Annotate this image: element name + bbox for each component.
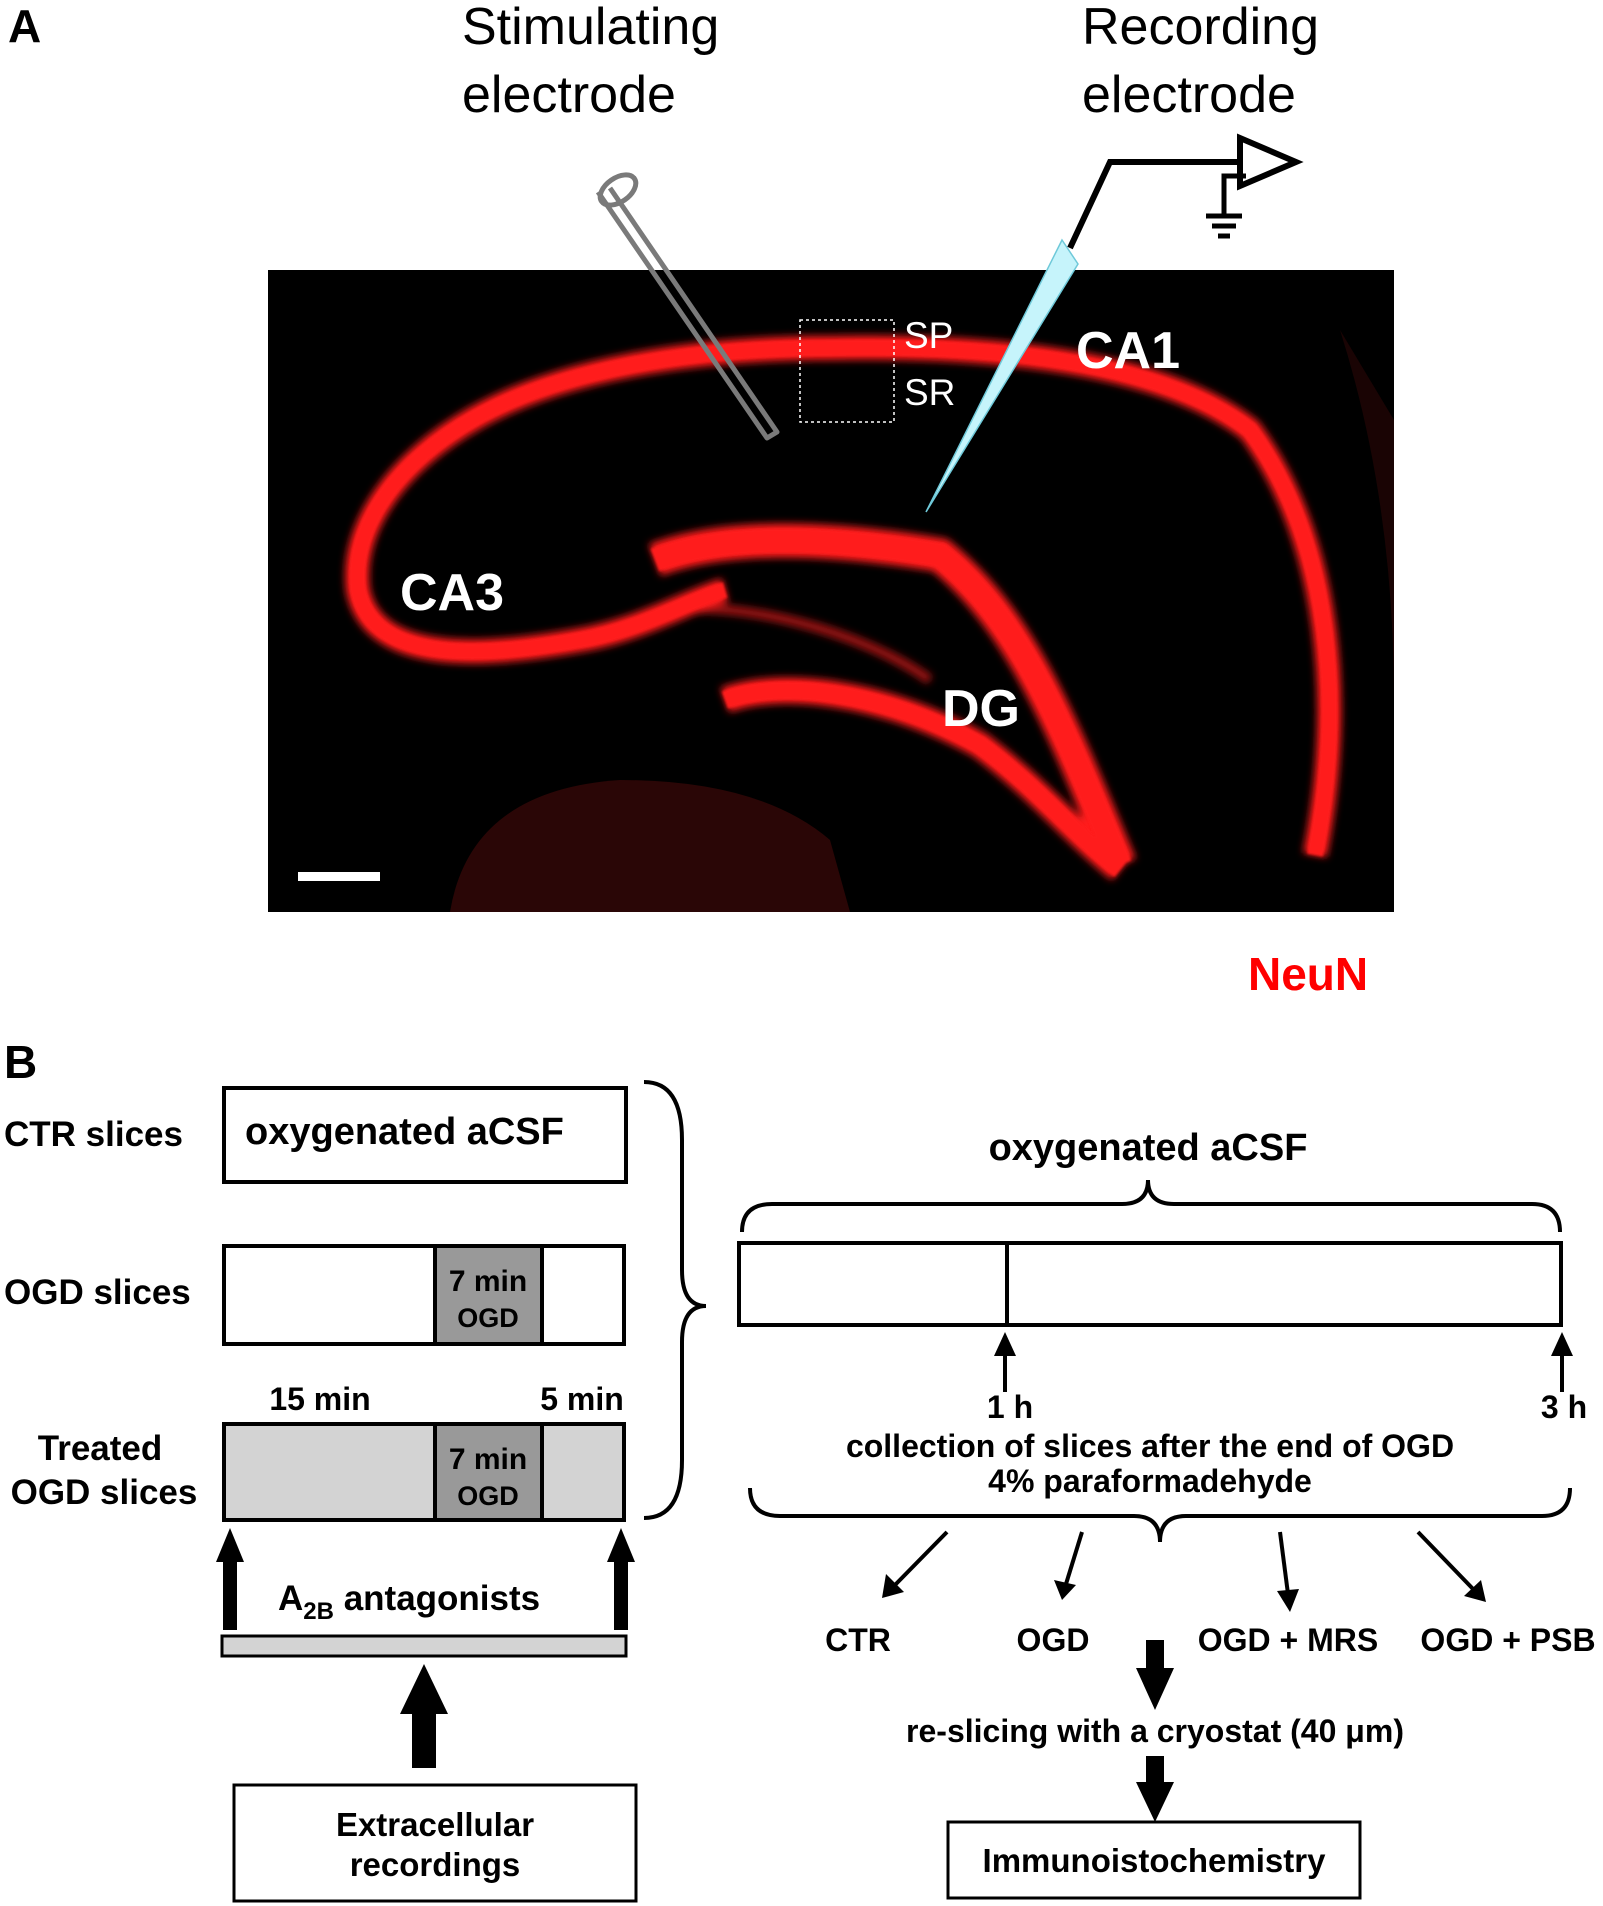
group-ogd-mrs-label: OGD + MRS: [1198, 1622, 1378, 1658]
group-arrows: [882, 1530, 1486, 1612]
recordings-arrow: [400, 1664, 448, 1768]
ogd-period-line2: OGD: [457, 1303, 519, 1333]
group-ctr-label: CTR: [825, 1622, 891, 1658]
sp-sr-region-box: [799, 319, 895, 423]
arrow-to-mrs-head: [1277, 1589, 1299, 1612]
timeline-top-brace: [740, 1179, 1562, 1233]
immunohistochemistry-box: [946, 1820, 1362, 1900]
time-3h-label: 3 h: [1541, 1389, 1587, 1425]
extracellular-line2: recordings: [350, 1846, 521, 1883]
collection-line1: collection of slices after the end of OG…: [846, 1428, 1454, 1464]
ogd-condition-box: [222, 1244, 626, 1346]
treated-condition-box: [222, 1422, 626, 1522]
ca1-label: CA1: [1076, 322, 1180, 380]
time-5-min: 5 min: [540, 1381, 624, 1417]
ca-pyramidal-core: [349, 339, 1338, 857]
panel-b-letter: B: [4, 1036, 37, 1088]
stimulating-label-line2: electrode: [462, 66, 676, 124]
scale-bar: [298, 872, 380, 881]
immuno-label: Immunoistochemistry: [983, 1842, 1327, 1879]
arrow-1h: [994, 1332, 1016, 1392]
amplifier-icon: [1237, 133, 1304, 191]
neun-micrograph: SP SR CA1 CA3 DG: [268, 270, 1394, 912]
stimulating-electrode-icon: [595, 172, 780, 441]
thalamus-region: [450, 780, 850, 912]
collection-line2: 4% paraformadehyde: [988, 1463, 1312, 1499]
micrograph-background: [268, 270, 1394, 912]
treated-period-line2: OGD: [457, 1481, 519, 1511]
group-ogd-label: OGD: [1017, 1622, 1090, 1658]
time-15-min: 15 min: [269, 1381, 370, 1417]
antagonist-arrow-right: [607, 1528, 635, 1630]
ogd-slices-label: OGD slices: [4, 1273, 191, 1312]
ogd-period-line1: 7 min: [449, 1265, 527, 1298]
timeline-title: oxygenated aCSF: [989, 1127, 1308, 1169]
down-arrow-immuno: [1136, 1756, 1174, 1822]
ctr-condition-box: [222, 1086, 628, 1184]
arrow-to-ogd: [1064, 1531, 1084, 1585]
antagonist-application-bar: [220, 1634, 628, 1658]
arrow-to-psb: [1416, 1530, 1476, 1592]
time-1h-label: 1 h: [987, 1389, 1033, 1425]
cortex-edge: [1340, 330, 1394, 700]
dg-label: DG: [942, 680, 1020, 738]
down-arrow-reslicing: [1136, 1640, 1174, 1710]
treated-ogd-period-box: [433, 1422, 544, 1522]
recording-label-line2: electrode: [1082, 66, 1296, 124]
a2b-antagonists-label: A2B antagonists: [278, 1579, 540, 1625]
sp-label: SP: [904, 315, 953, 356]
ctr-slices-label: CTR slices: [4, 1115, 183, 1154]
rows-brace: [643, 1080, 707, 1520]
dg-lower-core: [721, 681, 1126, 878]
antagonist-arrow-left: [216, 1528, 244, 1630]
ogd-period-box: [433, 1244, 544, 1346]
collection-bottom-brace: [748, 1487, 1572, 1543]
reslicing-label: re-slicing with a cryostat (40 μm): [906, 1713, 1404, 1749]
stimulating-label-line1: Stimulating: [462, 0, 719, 56]
treated-period-line1: 7 min: [449, 1443, 527, 1476]
ctr-box-label: oxygenated aCSF: [245, 1111, 564, 1153]
arrow-to-ctr: [892, 1530, 949, 1588]
treated-label-line1: Treated: [38, 1429, 163, 1468]
recording-electrode-icon: [925, 133, 1304, 513]
dg-upper-core: [650, 528, 1132, 870]
group-ogd-psb-label: OGD + PSB: [1420, 1622, 1595, 1658]
glass-pipette: [925, 238, 1079, 513]
arrow-to-ogd-head: [1054, 1580, 1076, 1600]
ground-wire: [1221, 173, 1246, 214]
arrow-to-ctr-head: [882, 1574, 904, 1598]
cell-layers: [349, 339, 1338, 878]
extracellular-recordings-box: [232, 1783, 638, 1903]
arrow-to-mrs: [1278, 1531, 1290, 1595]
ca3-label: CA3: [400, 564, 504, 622]
recording-label-line1: Recording: [1082, 0, 1319, 56]
sr-label: SR: [904, 372, 955, 413]
arrow-3h: [1551, 1332, 1573, 1392]
timeline-box: [737, 1241, 1563, 1327]
treated-label-line2: OGD slices: [11, 1473, 198, 1512]
arrow-to-psb-head: [1464, 1580, 1486, 1602]
neun-stain-label: NeuN: [1248, 948, 1368, 1000]
panel-a-letter: A: [8, 0, 41, 52]
extracellular-line1: Extracellular: [336, 1806, 534, 1843]
electrode-wire: [1067, 159, 1240, 250]
